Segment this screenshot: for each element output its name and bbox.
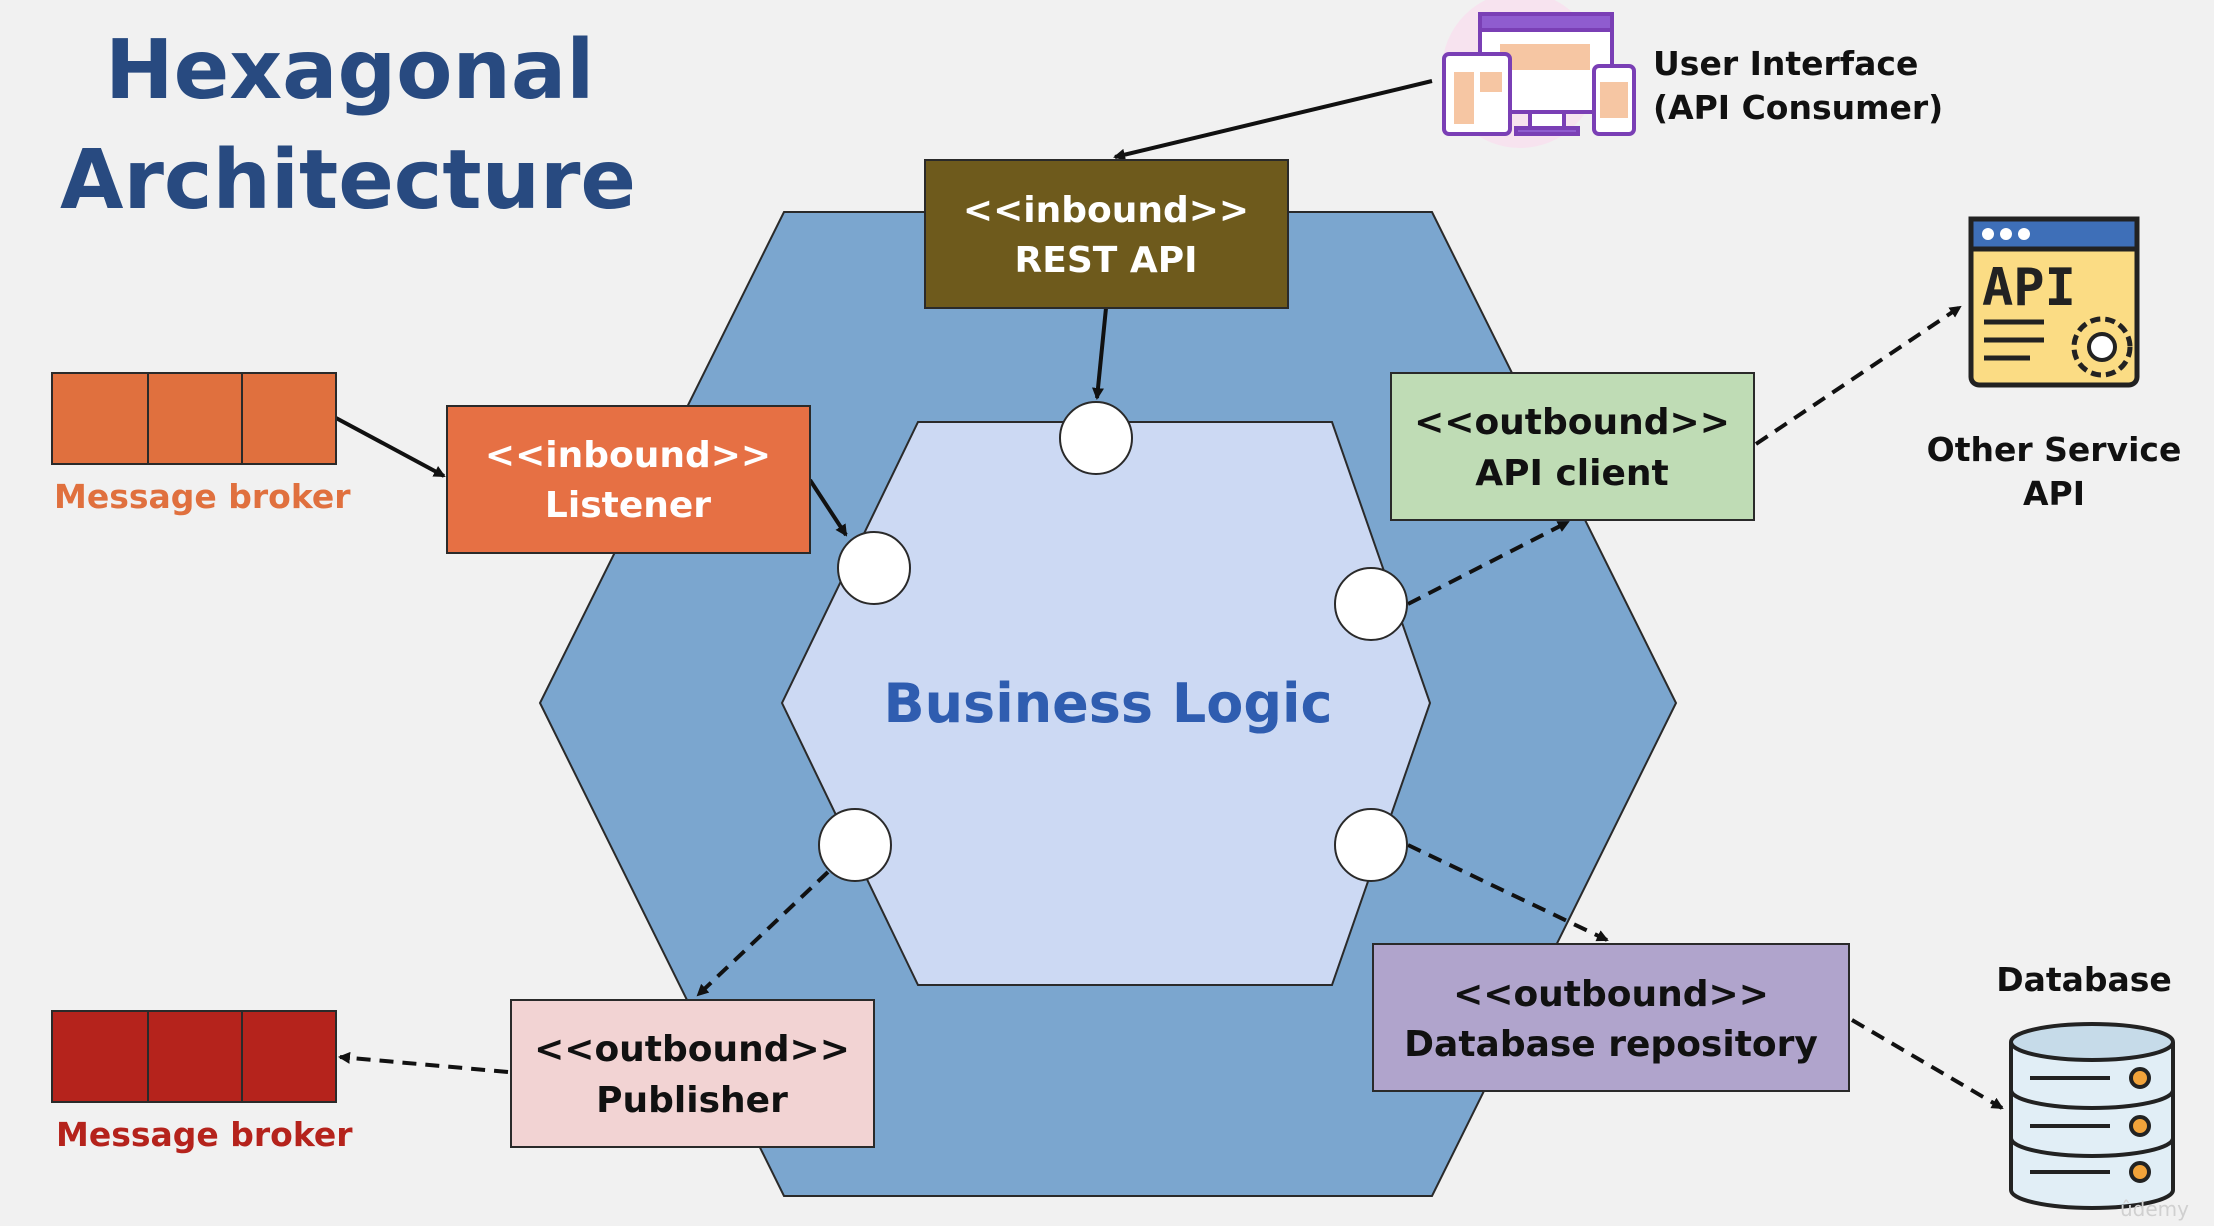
box-listener: <<inbound>> Listener	[446, 405, 811, 554]
other-service-api: API Other Service API	[1927, 216, 2182, 513]
connectors	[335, 79, 2004, 1110]
arrow-port-to-apiclient	[1407, 520, 1570, 606]
box-rest-api-bg	[924, 159, 1289, 309]
title-line-2: Architecture	[60, 133, 636, 228]
box-publisher: <<outbound>> Publisher	[510, 999, 875, 1148]
devices-icon	[1442, 0, 1636, 148]
business-logic-label: Business Logic	[883, 672, 1332, 735]
box-listener-stereotype: <<inbound>>	[485, 435, 771, 476]
box-publisher-stereotype: <<outbound>>	[534, 1029, 850, 1070]
box-db-repo: <<outbound>> Database repository	[1372, 943, 1850, 1092]
box-listener-name: Listener	[545, 485, 711, 526]
arrow-apiclient-to-otherapi	[1754, 305, 1962, 446]
message-broker-inbound: Message broker	[51, 372, 351, 516]
api-window-icon: API	[1968, 216, 2140, 388]
arrow-ui-to-rest	[1113, 79, 1433, 161]
message-broker-outbound: Message broker	[51, 1010, 353, 1154]
box-api-client-name: API client	[1475, 453, 1668, 494]
arrow-broker-to-listener	[335, 416, 446, 478]
box-db-repo-name: Database repository	[1404, 1024, 1818, 1065]
arrow-publisher-to-broker	[338, 1051, 509, 1074]
database-label: Database	[1996, 960, 2172, 999]
port-top	[1059, 401, 1133, 475]
user-interface-label-2: (API Consumer)	[1653, 88, 1943, 127]
inner-hexagon	[780, 421, 1432, 986]
api-icon-text: API	[1982, 258, 2076, 318]
box-api-client: <<outbound>> API client	[1390, 372, 1755, 521]
database: Database	[1996, 960, 2175, 1210]
box-db-repo-bg	[1372, 943, 1850, 1092]
port-upper-right	[1334, 567, 1408, 641]
box-rest-api-name: REST API	[1015, 240, 1198, 281]
port-lower-right	[1334, 808, 1408, 882]
user-interface-label-1: User Interface	[1653, 44, 1918, 83]
message-broker-inbound-label: Message broker	[54, 477, 351, 516]
arrow-listener-to-port	[808, 478, 848, 537]
box-listener-bg	[446, 405, 811, 554]
box-publisher-name: Publisher	[596, 1080, 788, 1121]
other-service-api-label-1: Other Service	[1927, 430, 2182, 469]
arrow-rest-to-port	[1092, 307, 1108, 400]
box-publisher-bg	[510, 999, 875, 1148]
database-icon	[2009, 1022, 2175, 1210]
title-line-1: Hexagonal	[105, 23, 594, 118]
port-upper-left	[837, 531, 911, 605]
other-service-api-label-2: API	[2023, 474, 2085, 513]
box-api-client-stereotype: <<outbound>>	[1414, 402, 1730, 443]
page-title: Hexagonal Architecture	[60, 23, 636, 228]
message-broker-outbound-label: Message broker	[56, 1115, 353, 1154]
arrow-dbrepo-to-database	[1850, 1018, 2004, 1110]
box-db-repo-stereotype: <<outbound>>	[1453, 974, 1769, 1015]
queue-icon	[51, 1010, 337, 1103]
user-interface: User Interface (API Consumer)	[1442, 0, 1943, 148]
ports	[818, 401, 1408, 882]
arrow-port-to-publisher	[696, 870, 830, 997]
queue-icon	[51, 372, 337, 465]
arrow-port-to-dbrepo	[1407, 843, 1609, 942]
box-api-client-bg	[1390, 372, 1755, 521]
port-lower-left	[818, 808, 892, 882]
box-rest-api: <<inbound>> REST API	[924, 159, 1289, 309]
watermark: ûdemy	[2120, 1197, 2189, 1221]
box-rest-api-stereotype: <<inbound>>	[963, 190, 1249, 231]
